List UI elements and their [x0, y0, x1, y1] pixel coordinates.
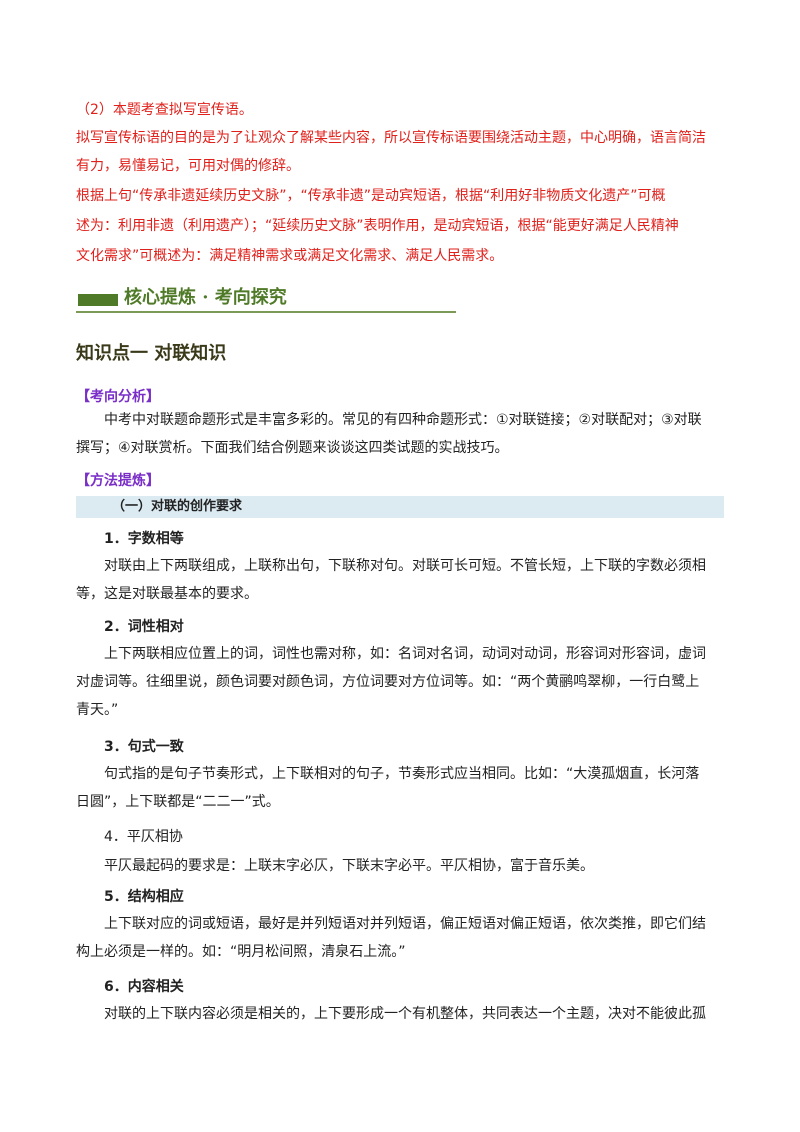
rule-3-line-2: 日圆”，上下联都是“二二一”式。	[76, 794, 280, 810]
rule-heading-4: 4．平仄相协	[104, 829, 183, 845]
rule-3-line-1: 句式指的是句子节奏形式，上下联相对的句子，节奏形式应当相同。比如：“大漠孤烟直，…	[104, 766, 700, 782]
rule-1-line-2: 等，这是对联最基本的要求。	[76, 586, 258, 602]
knowledge-point-title: 知识点一 对联知识	[76, 343, 227, 364]
answer-line-3: 有力，易懂易记，可用对偶的修辞。	[76, 158, 300, 174]
rule-paragraph-1: 对联由上下两联组成，上联称出句，下联称对句。对联可长可短。不管长短，上下联的字数…	[76, 552, 726, 608]
rule-paragraph-3: 句式指的是句子节奏形式，上下联相对的句子，节奏形式应当相同。比如：“大漠孤烟直，…	[76, 760, 726, 816]
rule-2-line-3: 青天。”	[76, 702, 119, 718]
rule-heading-3: 3．句式一致	[104, 739, 184, 755]
rule-1-line-1: 对联由上下两联组成，上联称出句，下联称对句。对联可长可短。不管长短，上下联的字数…	[104, 558, 706, 574]
rule-paragraph-5: 上下联对应的词或短语，最好是并列短语对并列短语，偏正短语对偏正短语，依次类推，即…	[76, 910, 726, 966]
rule-paragraph-4: 平仄最起码的要求是：上联末字必仄，下联末字必平。平仄相协，富于音乐美。	[76, 852, 726, 880]
rule-5-line-2: 构上必须是一样的。如：“明月松间照，清泉石上流。”	[76, 944, 406, 960]
rule-4-line-1: 平仄最起码的要求是：上联末字必仄，下联末字必平。平仄相协，富于音乐美。	[104, 858, 594, 874]
banner-underline	[76, 311, 456, 313]
banner-bar-decoration	[78, 294, 118, 306]
analysis-tag: 【考向分析】	[76, 389, 160, 405]
analysis-line-2: 撰写；④对联赏析。下面我们结合例题来谈谈这四类试题的实战技巧。	[76, 440, 509, 456]
answer-line-4: 根据上句“传承非遗延续历史文脉”，“传承非遗”是动宾短语，根据“利用好非物质文化…	[76, 188, 666, 204]
answer-line-1: （2）本题考查拟写宣传语。	[76, 102, 253, 118]
rule-2-line-1: 上下两联相应位置上的词，词性也需对称，如：名词对名词，动词对动词，形容词对形容词…	[104, 646, 706, 662]
analysis-line-1: 中考中对联题命题形式是丰富多彩的。常见的有四种命题形式：①对联链接；②对联配对；…	[104, 412, 702, 428]
analysis-paragraph: 中考中对联题命题形式是丰富多彩的。常见的有四种命题形式：①对联链接；②对联配对；…	[76, 406, 726, 462]
rule-heading-1: 1．字数相等	[104, 531, 184, 547]
method-subheading-bar: （一）对联的创作要求	[76, 496, 724, 518]
rule-heading-5: 5．结构相应	[104, 889, 184, 905]
rule-2-line-2: 对虚词等。往细里说，颜色词要对颜色词，方位词要对方位词等。如：“两个黄鹂鸣翠柳，…	[76, 674, 700, 690]
answer-line-5: 述为：利用非遗（利用遗产）；“延续历史文脉”表明作用，是动宾短语，根据“能更好满…	[76, 218, 679, 234]
rule-heading-2: 2．词性相对	[104, 619, 184, 635]
rule-paragraph-2: 上下两联相应位置上的词，词性也需对称，如：名词对名词，动词对动词，形容词对形容词…	[76, 640, 726, 724]
section-banner: 核心提炼 · 考向探究	[76, 285, 456, 313]
rule-heading-6: 6．内容相关	[104, 979, 184, 995]
answer-line-6: 文化需求”可概述为：满足精神需求或满足文化需求、满足人民需求。	[76, 248, 504, 264]
method-tag: 【方法提炼】	[76, 473, 160, 489]
answer-line-2: 拟写宣传标语的目的是为了让观众了解某些内容，所以宣传标语要围绕活动主题，中心明确…	[76, 130, 706, 146]
rule-6-line-1: 对联的上下联内容必须是相关的，上下要形成一个有机整体，共同表达一个主题，决对不能…	[104, 1006, 706, 1022]
rule-paragraph-6: 对联的上下联内容必须是相关的，上下要形成一个有机整体，共同表达一个主题，决对不能…	[76, 1000, 726, 1028]
rule-5-line-1: 上下联对应的词或短语，最好是并列短语对并列短语，偏正短语对偏正短语，依次类推，即…	[104, 916, 706, 932]
banner-title: 核心提炼 · 考向探究	[124, 287, 287, 308]
method-subheading: （一）对联的创作要求	[112, 499, 243, 514]
